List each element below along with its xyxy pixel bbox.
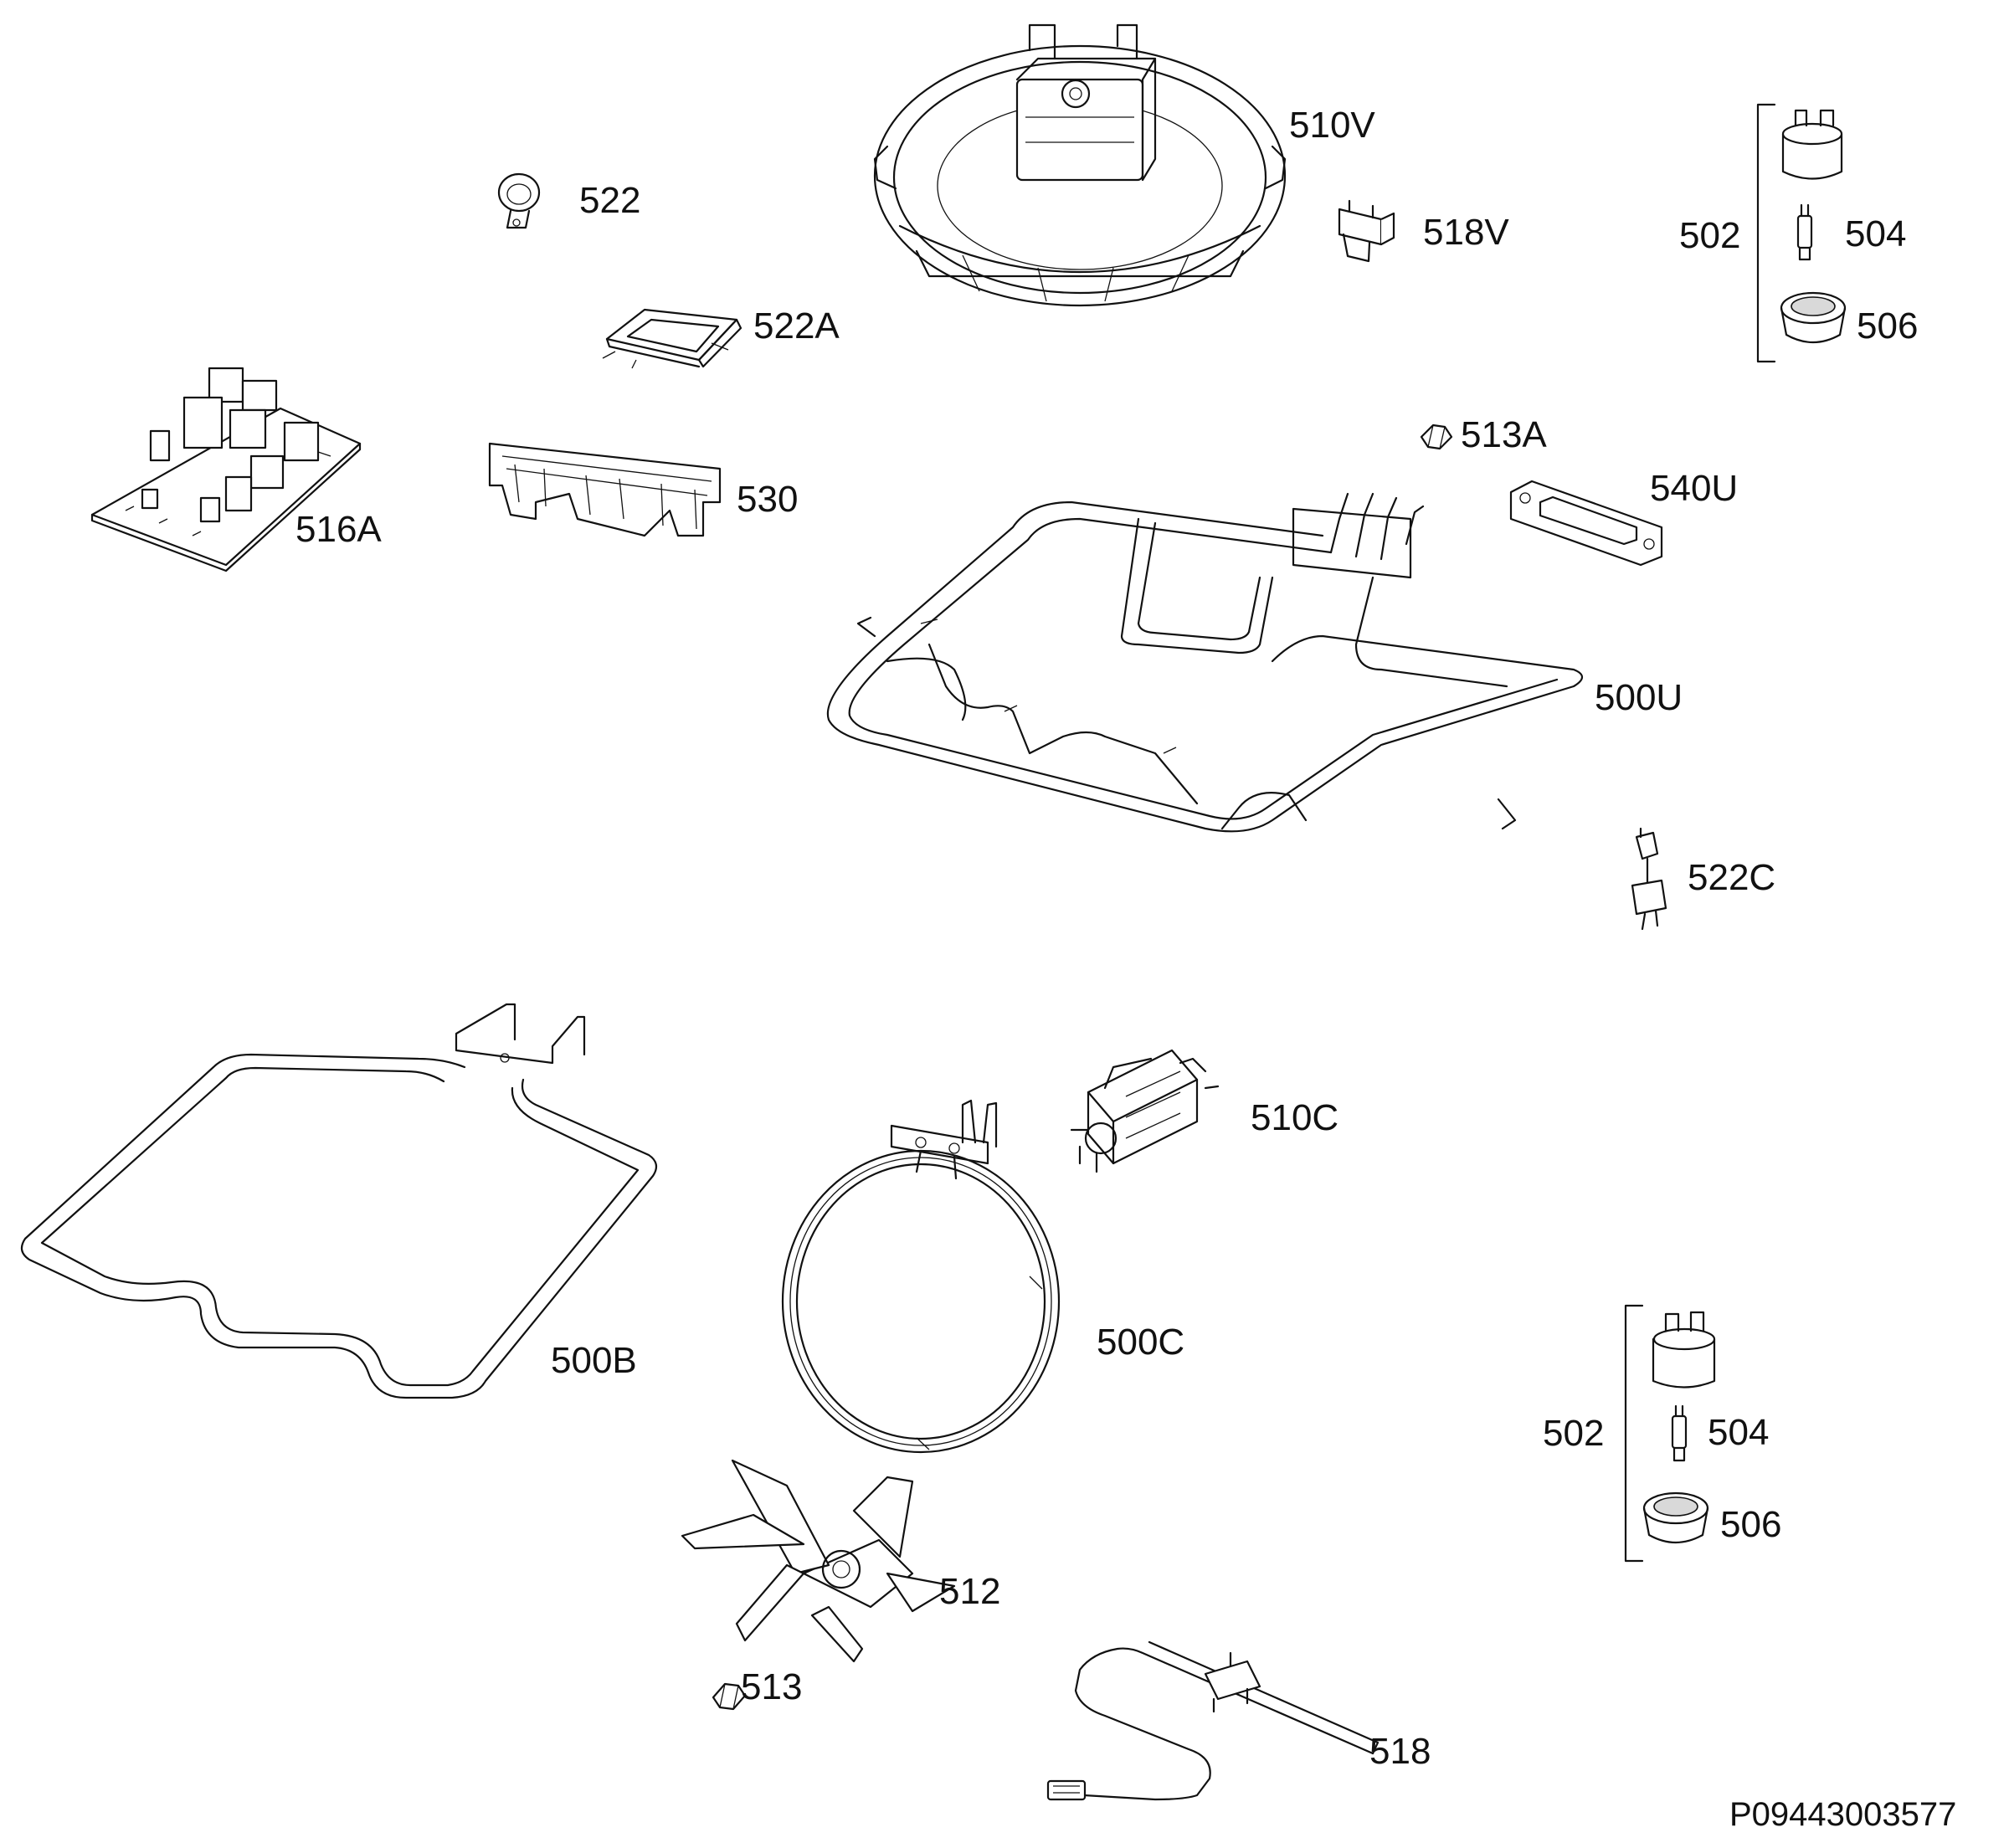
gasket-drawing xyxy=(1509,480,1663,567)
callout-label: 516A xyxy=(295,509,382,550)
fan-motor-drawing xyxy=(873,23,1287,307)
callout-label: 510C xyxy=(1251,1097,1339,1138)
nut-bottom-drawing xyxy=(712,1682,747,1711)
callout-label: 513A xyxy=(1461,414,1547,455)
thermal-cutout-drawing xyxy=(1631,827,1667,931)
callout-label: 504 xyxy=(1708,1412,1770,1453)
callout-label: 504 xyxy=(1845,213,1907,254)
cooling-motor-drawing xyxy=(1070,1049,1220,1173)
callout-label: 500U xyxy=(1595,677,1683,718)
lamp-set-top-drawing xyxy=(1756,103,1847,363)
lower-heating-element-drawing xyxy=(20,1003,658,1399)
nut-top-drawing xyxy=(1420,424,1453,450)
control-board-drawing xyxy=(90,367,362,572)
callout-label: 506 xyxy=(1720,1504,1782,1545)
terminal-block-drawing xyxy=(488,442,722,537)
callout-label: 500C xyxy=(1097,1322,1185,1363)
callout-label: 518V xyxy=(1423,212,1509,253)
callout-label: 500B xyxy=(551,1340,637,1381)
callout-label: 502 xyxy=(1543,1413,1605,1454)
fan-blade-drawing xyxy=(681,1459,956,1663)
seal-frame-drawing xyxy=(602,308,742,369)
circular-heating-element-drawing xyxy=(781,1099,1061,1454)
temperature-sensor-drawing xyxy=(1046,1640,1380,1801)
lamp-set-bottom-drawing xyxy=(1624,1304,1716,1563)
callout-label: 506 xyxy=(1857,305,1919,346)
callout-label: 522 xyxy=(579,180,641,221)
callout-label: 518 xyxy=(1369,1731,1431,1772)
callout-label: 522A xyxy=(753,305,840,346)
callout-label: 510V xyxy=(1289,105,1375,146)
drawing-code: P09443003577 xyxy=(1729,1796,1957,1833)
callout-label: 540U xyxy=(1650,468,1739,509)
callout-label: 512 xyxy=(939,1571,1001,1612)
callout-label: 522C xyxy=(1688,857,1776,898)
callout-label: 513 xyxy=(741,1666,803,1707)
fan-bracket-drawing xyxy=(1338,199,1395,263)
hose-clamp-drawing xyxy=(497,172,541,229)
callout-label: 530 xyxy=(737,479,799,520)
upper-heating-element-drawing xyxy=(826,492,1584,833)
callout-label: 502 xyxy=(1679,215,1741,256)
